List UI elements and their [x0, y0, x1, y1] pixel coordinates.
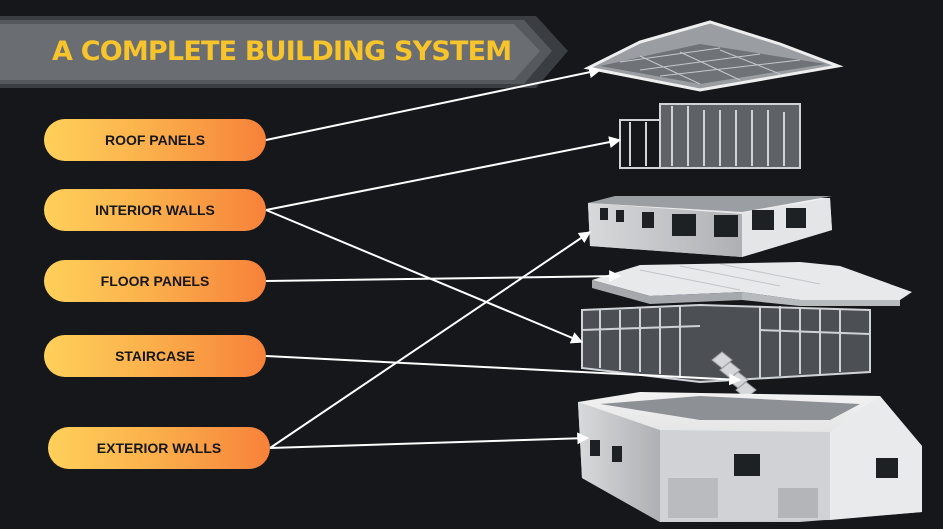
connector-interior-walls-upper	[265, 136, 622, 211]
connector-staircase	[265, 355, 742, 386]
label-floor-panels: FLOOR PANELS	[44, 260, 266, 302]
label-exterior-walls-text: EXTERIOR WALLS	[96, 440, 222, 456]
label-staircase-text: STAIRCASE	[115, 348, 195, 364]
title-banner	[0, 16, 568, 88]
label-exterior-walls: EXTERIOR WALLS	[48, 427, 270, 469]
label-roof-panels: ROOF PANELS	[44, 119, 266, 161]
connector-floor-panels	[265, 270, 622, 283]
label-staircase: STAIRCASE	[44, 335, 266, 377]
connector-roof-panels	[265, 66, 602, 141]
connector-exterior-walls-ground	[269, 432, 590, 449]
connector-exterior-walls-upper	[269, 231, 591, 449]
label-floor-panels-text: FLOOR PANELS	[100, 273, 210, 289]
label-interior-walls: INTERIOR WALLS	[44, 189, 266, 231]
upper-framing-module	[619, 103, 801, 169]
floor-module	[592, 262, 912, 306]
ground-storey-module	[578, 392, 922, 522]
connector-interior-walls-ground	[265, 209, 584, 344]
ground-framing-module	[581, 303, 871, 384]
label-interior-walls-text: INTERIOR WALLS	[95, 202, 215, 218]
label-roof-panels-text: ROOF PANELS	[104, 132, 206, 148]
upper-storey-module	[588, 196, 832, 257]
roof-module	[583, 20, 844, 92]
page-title: A COMPLETE BUILDING SYSTEM	[52, 36, 512, 67]
